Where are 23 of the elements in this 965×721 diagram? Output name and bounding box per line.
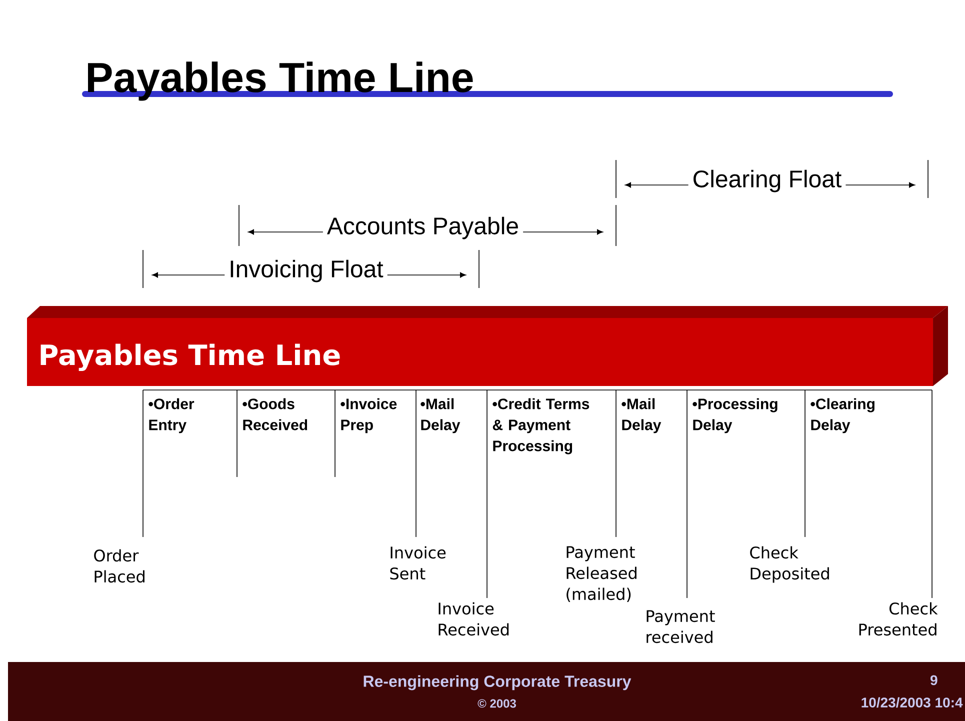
footer-text: © 2003: [478, 699, 516, 708]
event-label: Invoice Sent: [390, 546, 446, 580]
column-header: •Mail Delay: [420, 398, 460, 434]
column-header: •Clearing Delay: [810, 398, 874, 434]
event-label: Invoice Received: [438, 602, 509, 636]
column-header: •Mail Delay: [622, 398, 662, 434]
event-label: Check Presented: [859, 602, 938, 636]
event-label: Payment received: [646, 610, 715, 644]
column-header: •Credit Terms & Payment Processing: [492, 398, 590, 454]
span-label: Invoicing Float: [224, 258, 388, 284]
event-label: Check Deposited: [750, 546, 829, 583]
title-banner: Payables Time Line: [27, 306, 948, 386]
column-header: •Order Entry: [148, 398, 194, 434]
column-header: •Invoice Prep: [340, 398, 397, 434]
column-header: •Goods Received: [242, 398, 308, 430]
footer-text: 10/23/2003 10:4: [862, 697, 963, 708]
footer-text: Re-engineering Corporate Treasury: [364, 675, 632, 690]
footer-text: 9: [930, 675, 938, 686]
event-label: Payment Released (mailed): [566, 546, 636, 602]
column-header: •Processing Delay: [692, 398, 778, 434]
event-label: Order Placed: [94, 549, 144, 583]
span-label: Clearing Float: [688, 168, 846, 194]
span-label: Accounts Payable: [322, 216, 524, 240]
